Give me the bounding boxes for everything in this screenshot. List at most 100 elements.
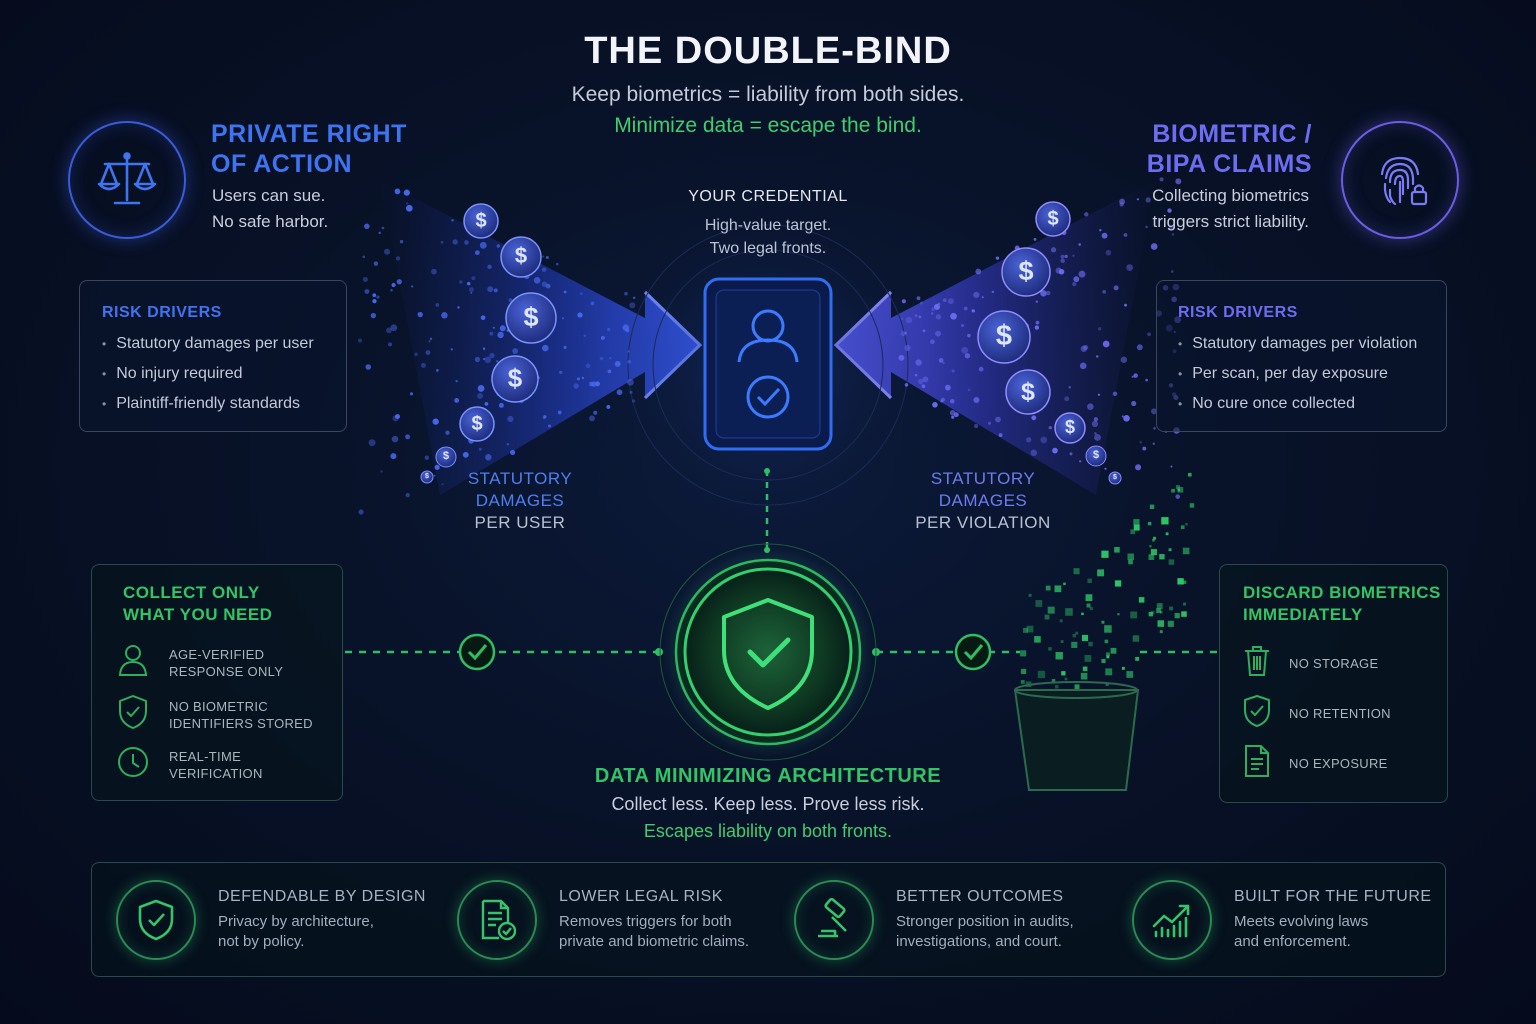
particle: [930, 339, 935, 345]
particle: [417, 311, 423, 318]
particle: [1128, 559, 1133, 565]
particle: [1023, 627, 1028, 633]
biometric-heading-line2: BIPA CLAIMS: [1146, 150, 1312, 178]
biometric-heading-line1: BIOMETRIC /: [1152, 120, 1312, 148]
particle: [450, 348, 453, 351]
particle: [1087, 403, 1094, 410]
feature-title: BUILT FOR THE FUTURE: [1234, 887, 1432, 905]
particle: [607, 327, 611, 332]
particle: [1132, 635, 1140, 642]
particle: [1045, 290, 1051, 296]
particle: [1133, 519, 1140, 526]
particle: [1073, 276, 1080, 283]
particle: [1152, 442, 1155, 445]
particle: [403, 189, 410, 196]
particle: [1169, 606, 1173, 611]
particle: [489, 352, 495, 359]
particle: [905, 316, 913, 324]
dollar-symbol: $: [1021, 377, 1035, 406]
particle: [548, 424, 551, 428]
particle: [1133, 373, 1138, 378]
risk-drivers-right-panel: RISK DRIVERS Statutory damages per viola…: [1156, 280, 1447, 432]
growth-chart-icon: [1132, 879, 1212, 960]
particle: [949, 409, 956, 416]
particle: [967, 333, 971, 338]
feature-desc-line: Stronger position in audits,: [896, 912, 1074, 930]
particle: [378, 231, 381, 235]
particle: [487, 264, 492, 270]
particle: [484, 356, 491, 364]
particle: [1157, 620, 1165, 627]
scales-icon: [68, 121, 186, 239]
particle: [1136, 344, 1143, 351]
particle: [1104, 639, 1109, 644]
particle: [1126, 264, 1133, 271]
particle: [1098, 327, 1102, 331]
risk-left-item: Plaintiff-friendly standards: [102, 389, 314, 419]
particle: [482, 347, 486, 350]
particle: [1088, 641, 1093, 647]
particle: [1150, 243, 1158, 250]
particle: [914, 373, 918, 377]
particle: [1055, 685, 1059, 689]
particle: [428, 340, 431, 343]
particle: [451, 219, 454, 222]
particle: [1182, 547, 1190, 555]
particle: [1147, 521, 1152, 526]
particle: [1121, 666, 1125, 670]
gavel-icon: [794, 879, 874, 960]
particle: [942, 361, 945, 365]
feature-desc-line: Meets evolving laws: [1234, 912, 1369, 930]
particle: [431, 268, 437, 275]
particle: [919, 301, 923, 305]
particle: [470, 291, 473, 294]
particle: [1147, 332, 1152, 337]
particle: [935, 314, 942, 320]
particle: [1051, 679, 1056, 683]
discard-bucket: [1013, 681, 1140, 791]
dollar-symbol: $: [507, 362, 523, 393]
particle: [1081, 612, 1084, 616]
particle: [901, 299, 906, 304]
particle: [978, 366, 984, 372]
particle: [1130, 611, 1138, 619]
discard-title-line1: DISCARD BIOMETRICS: [1243, 583, 1441, 602]
particle: [368, 439, 376, 447]
particle: [624, 291, 628, 296]
particle: [1145, 197, 1151, 203]
particle: [590, 301, 595, 306]
biometric-desc-line2: triggers strict liability.: [1152, 212, 1310, 231]
architecture-title: DATA MINIMIZING ARCHITECTURE: [594, 765, 942, 787]
particle: [900, 317, 904, 320]
feature-desc-line: investigations, and court.: [896, 932, 1062, 950]
particle: [1084, 212, 1089, 217]
particle: [614, 360, 621, 367]
private-right-heading-line2: OF ACTION: [211, 150, 353, 178]
particle: [1097, 393, 1101, 396]
particle: [577, 312, 583, 318]
particle: [1068, 386, 1072, 389]
particle: [433, 474, 436, 477]
particle: [496, 359, 499, 363]
particle: [436, 369, 439, 372]
particle: [1189, 503, 1195, 508]
particle: [484, 402, 489, 406]
particle: [1064, 254, 1068, 259]
dollar-symbol: $: [514, 243, 528, 269]
particle: [1026, 625, 1034, 633]
page-title: THE DOUBLE-BIND: [584, 30, 952, 72]
particle: [922, 376, 929, 383]
particle: [372, 293, 377, 298]
particle: [973, 291, 980, 299]
feature-desc-line: Privacy by architecture,: [218, 912, 374, 930]
risk-left-item: No injury required: [102, 359, 314, 389]
particle: [1175, 178, 1182, 185]
particle: [1061, 671, 1066, 676]
check-node-right: [954, 633, 992, 671]
particle: [1020, 650, 1027, 657]
particle: [1114, 580, 1122, 587]
particle: [1064, 396, 1070, 402]
particle: [1055, 652, 1063, 660]
feature-defendable: DEFENDABLE BY DESIGN Privacy by architec…: [116, 863, 426, 976]
particle: [1078, 270, 1086, 278]
